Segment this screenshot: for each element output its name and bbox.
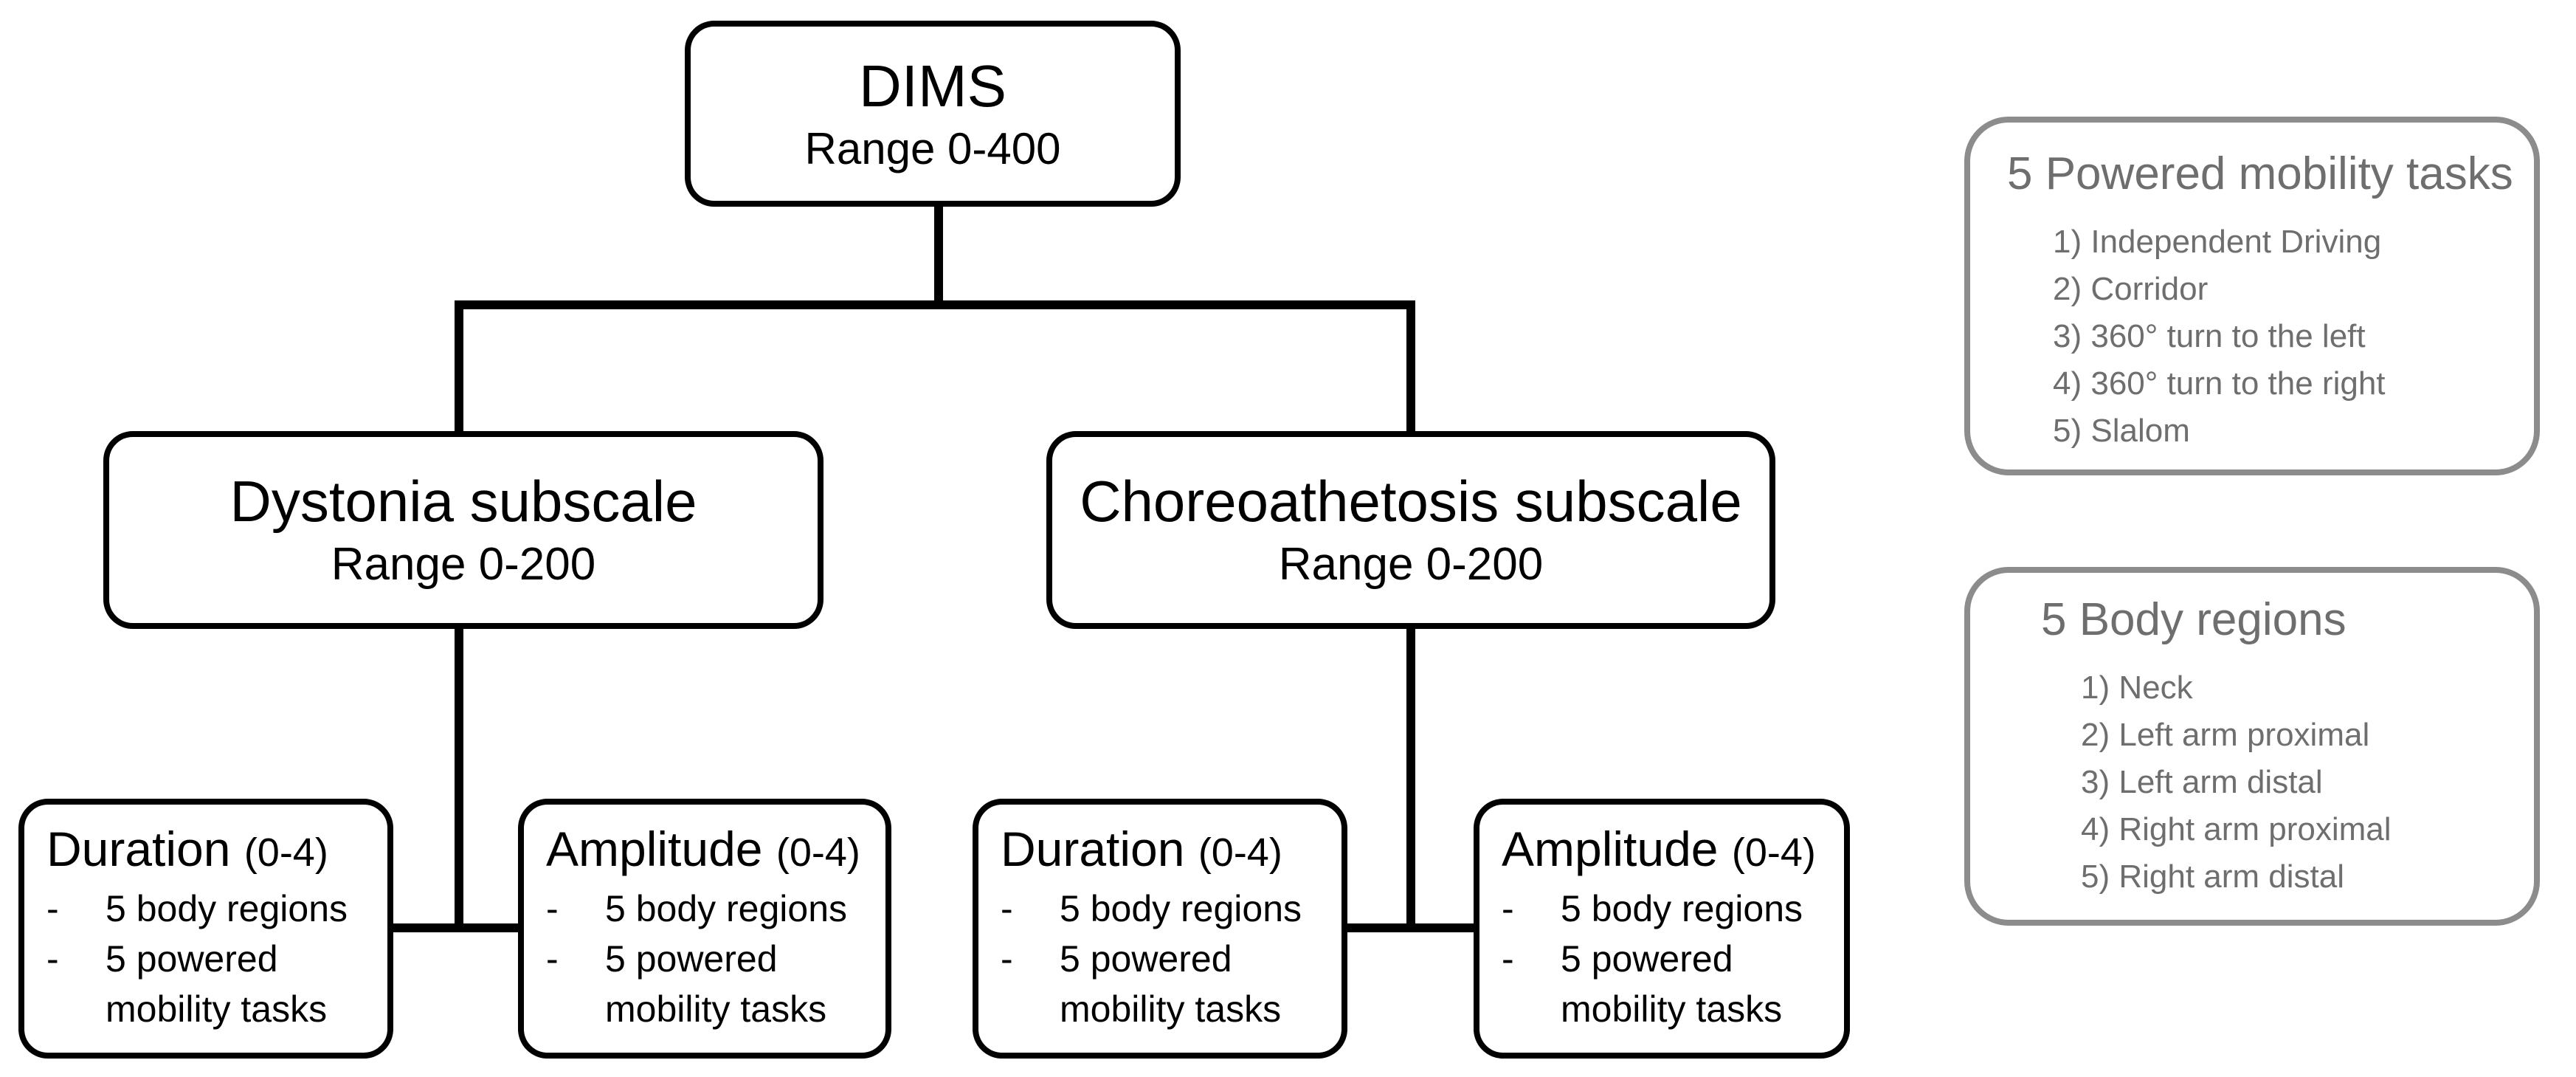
dims-root-box: DIMS Range 0-400: [685, 21, 1181, 207]
dystonia-duration-box: Duration (0-4) - 5 body regions - 5 powere…: [18, 799, 393, 1059]
mobility-task-item: 2) Corridor: [2053, 271, 2209, 308]
bullet-text: 5 powered mobility tasks: [1060, 937, 1282, 1030]
mobility-task-item: 4) 360° turn to the right: [2053, 365, 2386, 402]
body-region-item: 5) Right arm distal: [2081, 858, 2345, 895]
bullet-dash: -: [1502, 937, 1514, 980]
subscale-range: Range 0-200: [331, 538, 596, 590]
bullet-dash: -: [546, 937, 559, 980]
root-range: Range 0-400: [804, 124, 1061, 173]
leaf-bullet: - 5 powered mobility tasks: [1001, 934, 1334, 1034]
subscale-title: Dystonia subscale: [229, 469, 697, 534]
leaf-bullet: - 5 body regions: [1001, 884, 1334, 934]
choreoathetosis-subscale-box: Choreoathetosis subscale Range 0-200: [1046, 431, 1775, 629]
mobility-tasks-list: 1) Independent Driving 2) Corridor 3) 36…: [2007, 219, 2534, 455]
leaf-heading: Duration (0-4): [1001, 822, 1334, 876]
leaf-scale: (0-4): [1198, 830, 1282, 875]
body-region-item: 4) Right arm proximal: [2081, 811, 2392, 848]
leaf-label: Amplitude: [546, 822, 763, 876]
leaf-label: Amplitude: [1502, 822, 1719, 876]
mobility-tasks-title: 5 Powered mobility tasks: [2007, 148, 2513, 199]
subscale-range: Range 0-200: [1278, 538, 1544, 590]
choreo-duration-box: Duration (0-4) - 5 body regions - 5 powere…: [973, 799, 1347, 1059]
body-region-item: 2) Left arm proximal: [2081, 717, 2370, 754]
bullet-text: 5 powered mobility tasks: [106, 937, 328, 1030]
choreo-amplitude-box: Amplitude (0-4) - 5 body regions - 5 power…: [1474, 799, 1850, 1059]
leaf-scale: (0-4): [244, 830, 328, 875]
body-regions-list: 1) Neck 2) Left arm proximal 3) Left arm…: [2041, 664, 2534, 901]
bullet-text: 5 body regions: [106, 887, 348, 929]
leaf-heading: Amplitude (0-4): [546, 822, 878, 876]
body-region-item: 1) Neck: [2081, 670, 2193, 706]
bullet-text: 5 powered mobility tasks: [605, 937, 827, 1030]
bullet-dash: -: [1001, 937, 1013, 980]
mobility-task-item: 5) Slalom: [2053, 413, 2190, 450]
leaf-bullet-list: - 5 body regions - 5 powered mobility task…: [1001, 884, 1334, 1034]
leaf-bullet-list: - 5 body regions - 5 powered mobility task…: [546, 884, 878, 1034]
body-regions-title: 5 Body regions: [2041, 594, 2347, 645]
leaf-bullet: - 5 body regions: [546, 884, 878, 934]
bullet-dash: -: [1502, 887, 1514, 929]
leaf-bullet-list: - 5 body regions - 5 powered mobility task…: [1502, 884, 1837, 1034]
leaf-bullet: - 5 powered mobility tasks: [546, 934, 878, 1034]
leaf-heading: Amplitude (0-4): [1502, 822, 1837, 876]
leaf-label: Duration: [46, 822, 231, 876]
bullet-dash: -: [546, 887, 559, 929]
dystonia-subscale-box: Dystonia subscale Range 0-200: [103, 431, 823, 629]
subscale-title: Choreoathetosis subscale: [1080, 469, 1742, 534]
leaf-bullet-list: - 5 body regions - 5 powered mobility task…: [46, 884, 380, 1034]
bullet-dash: -: [46, 937, 59, 980]
mobility-tasks-panel: 5 Powered mobility tasks 1) Independent …: [1964, 117, 2540, 475]
bullet-text: 5 body regions: [1060, 887, 1302, 929]
dystonia-amplitude-box: Amplitude (0-4) - 5 body regions - 5 power…: [518, 799, 891, 1059]
root-title: DIMS: [859, 53, 1006, 119]
body-region-item: 3) Left arm distal: [2081, 764, 2323, 801]
bullet-text: 5 body regions: [1561, 887, 1803, 929]
body-regions-panel: 5 Body regions 1) Neck 2) Left arm proxi…: [1964, 567, 2540, 926]
leaf-bullet: - 5 powered mobility tasks: [1502, 934, 1837, 1034]
leaf-scale: (0-4): [776, 830, 860, 875]
leaf-bullet: - 5 body regions: [1502, 884, 1837, 934]
leaf-bullet: - 5 powered mobility tasks: [46, 934, 380, 1034]
leaf-bullet: - 5 body regions: [46, 884, 380, 934]
bullet-text: 5 powered mobility tasks: [1561, 937, 1783, 1030]
mobility-task-item: 1) Independent Driving: [2053, 224, 2382, 261]
bullet-dash: -: [46, 887, 59, 929]
leaf-heading: Duration (0-4): [46, 822, 380, 876]
leaf-scale: (0-4): [1731, 830, 1816, 875]
bullet-dash: -: [1001, 887, 1013, 929]
leaf-label: Duration: [1001, 822, 1185, 876]
bullet-text: 5 body regions: [605, 887, 848, 929]
mobility-task-item: 3) 360° turn to the left: [2053, 318, 2366, 355]
